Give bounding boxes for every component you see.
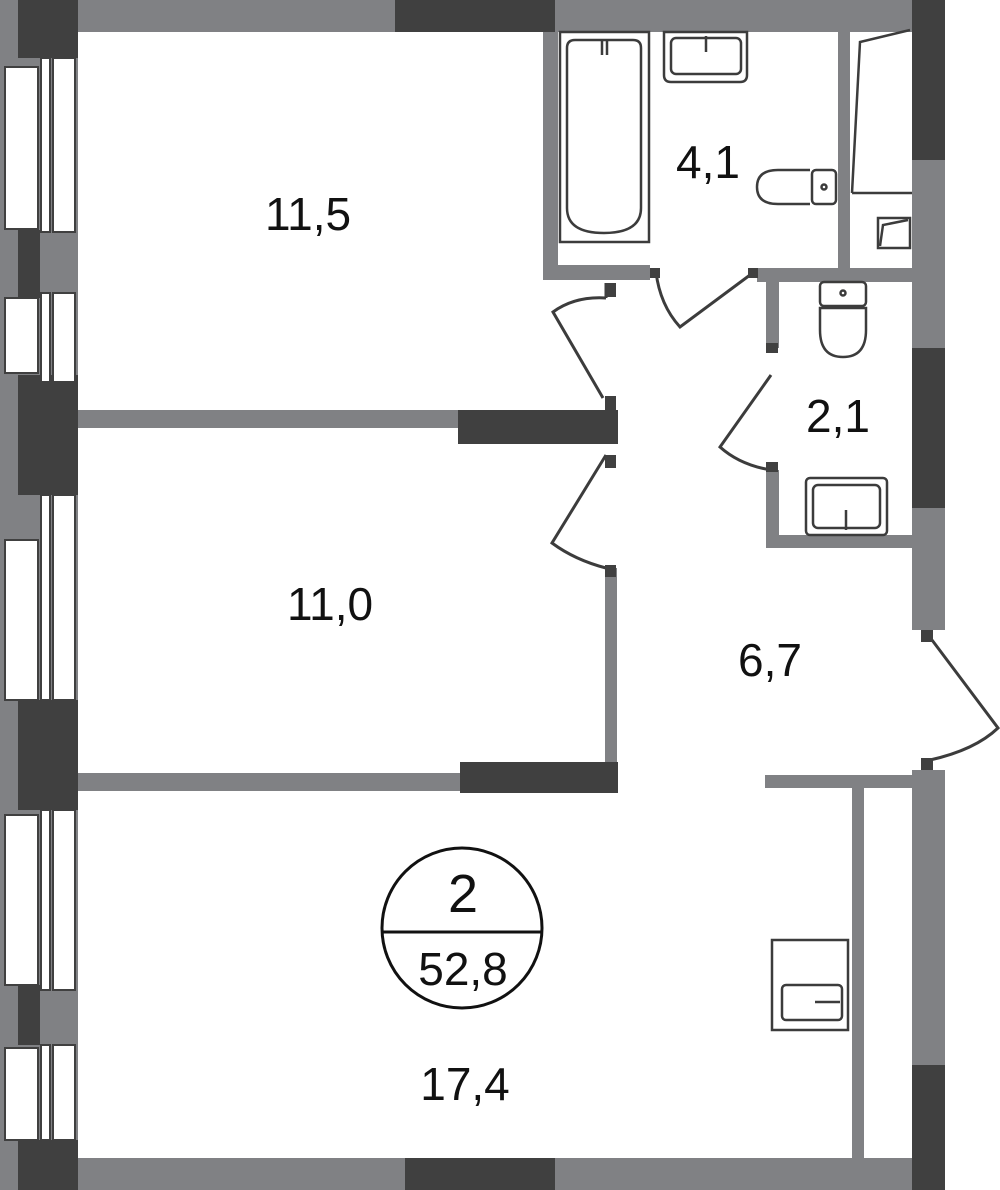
- door-stops: [605, 268, 933, 770]
- toilet-icon: [755, 168, 838, 206]
- room-labels: 11,5 4,1 2,1 11,0 6,7 17,4: [265, 136, 870, 1110]
- washing-machine-icon: [850, 28, 912, 250]
- room-area-bedroom-2: 11,0: [287, 578, 373, 630]
- interior-walls: [78, 32, 912, 1158]
- toilet-icon-2: [818, 280, 868, 359]
- sink-icon-2: [804, 476, 889, 537]
- room-area-hallway: 6,7: [738, 634, 802, 686]
- fixtures: [558, 28, 912, 1032]
- room-area-toilet: 2,1: [806, 390, 870, 442]
- exterior-walls: [0, 0, 945, 1190]
- room-area-bedroom-1: 11,5: [265, 188, 351, 240]
- kitchen-sink-icon: [770, 938, 850, 1032]
- room-area-bathroom: 4,1: [676, 136, 740, 188]
- apartment-badge: 2 52,8: [380, 846, 544, 1010]
- sink-icon: [662, 30, 749, 84]
- total-area: 52,8: [418, 943, 508, 995]
- windows: [4, 57, 76, 1141]
- room-count: 2: [448, 864, 478, 924]
- bathtub-icon: [558, 30, 651, 244]
- room-area-living-kitchen: 17,4: [420, 1058, 510, 1110]
